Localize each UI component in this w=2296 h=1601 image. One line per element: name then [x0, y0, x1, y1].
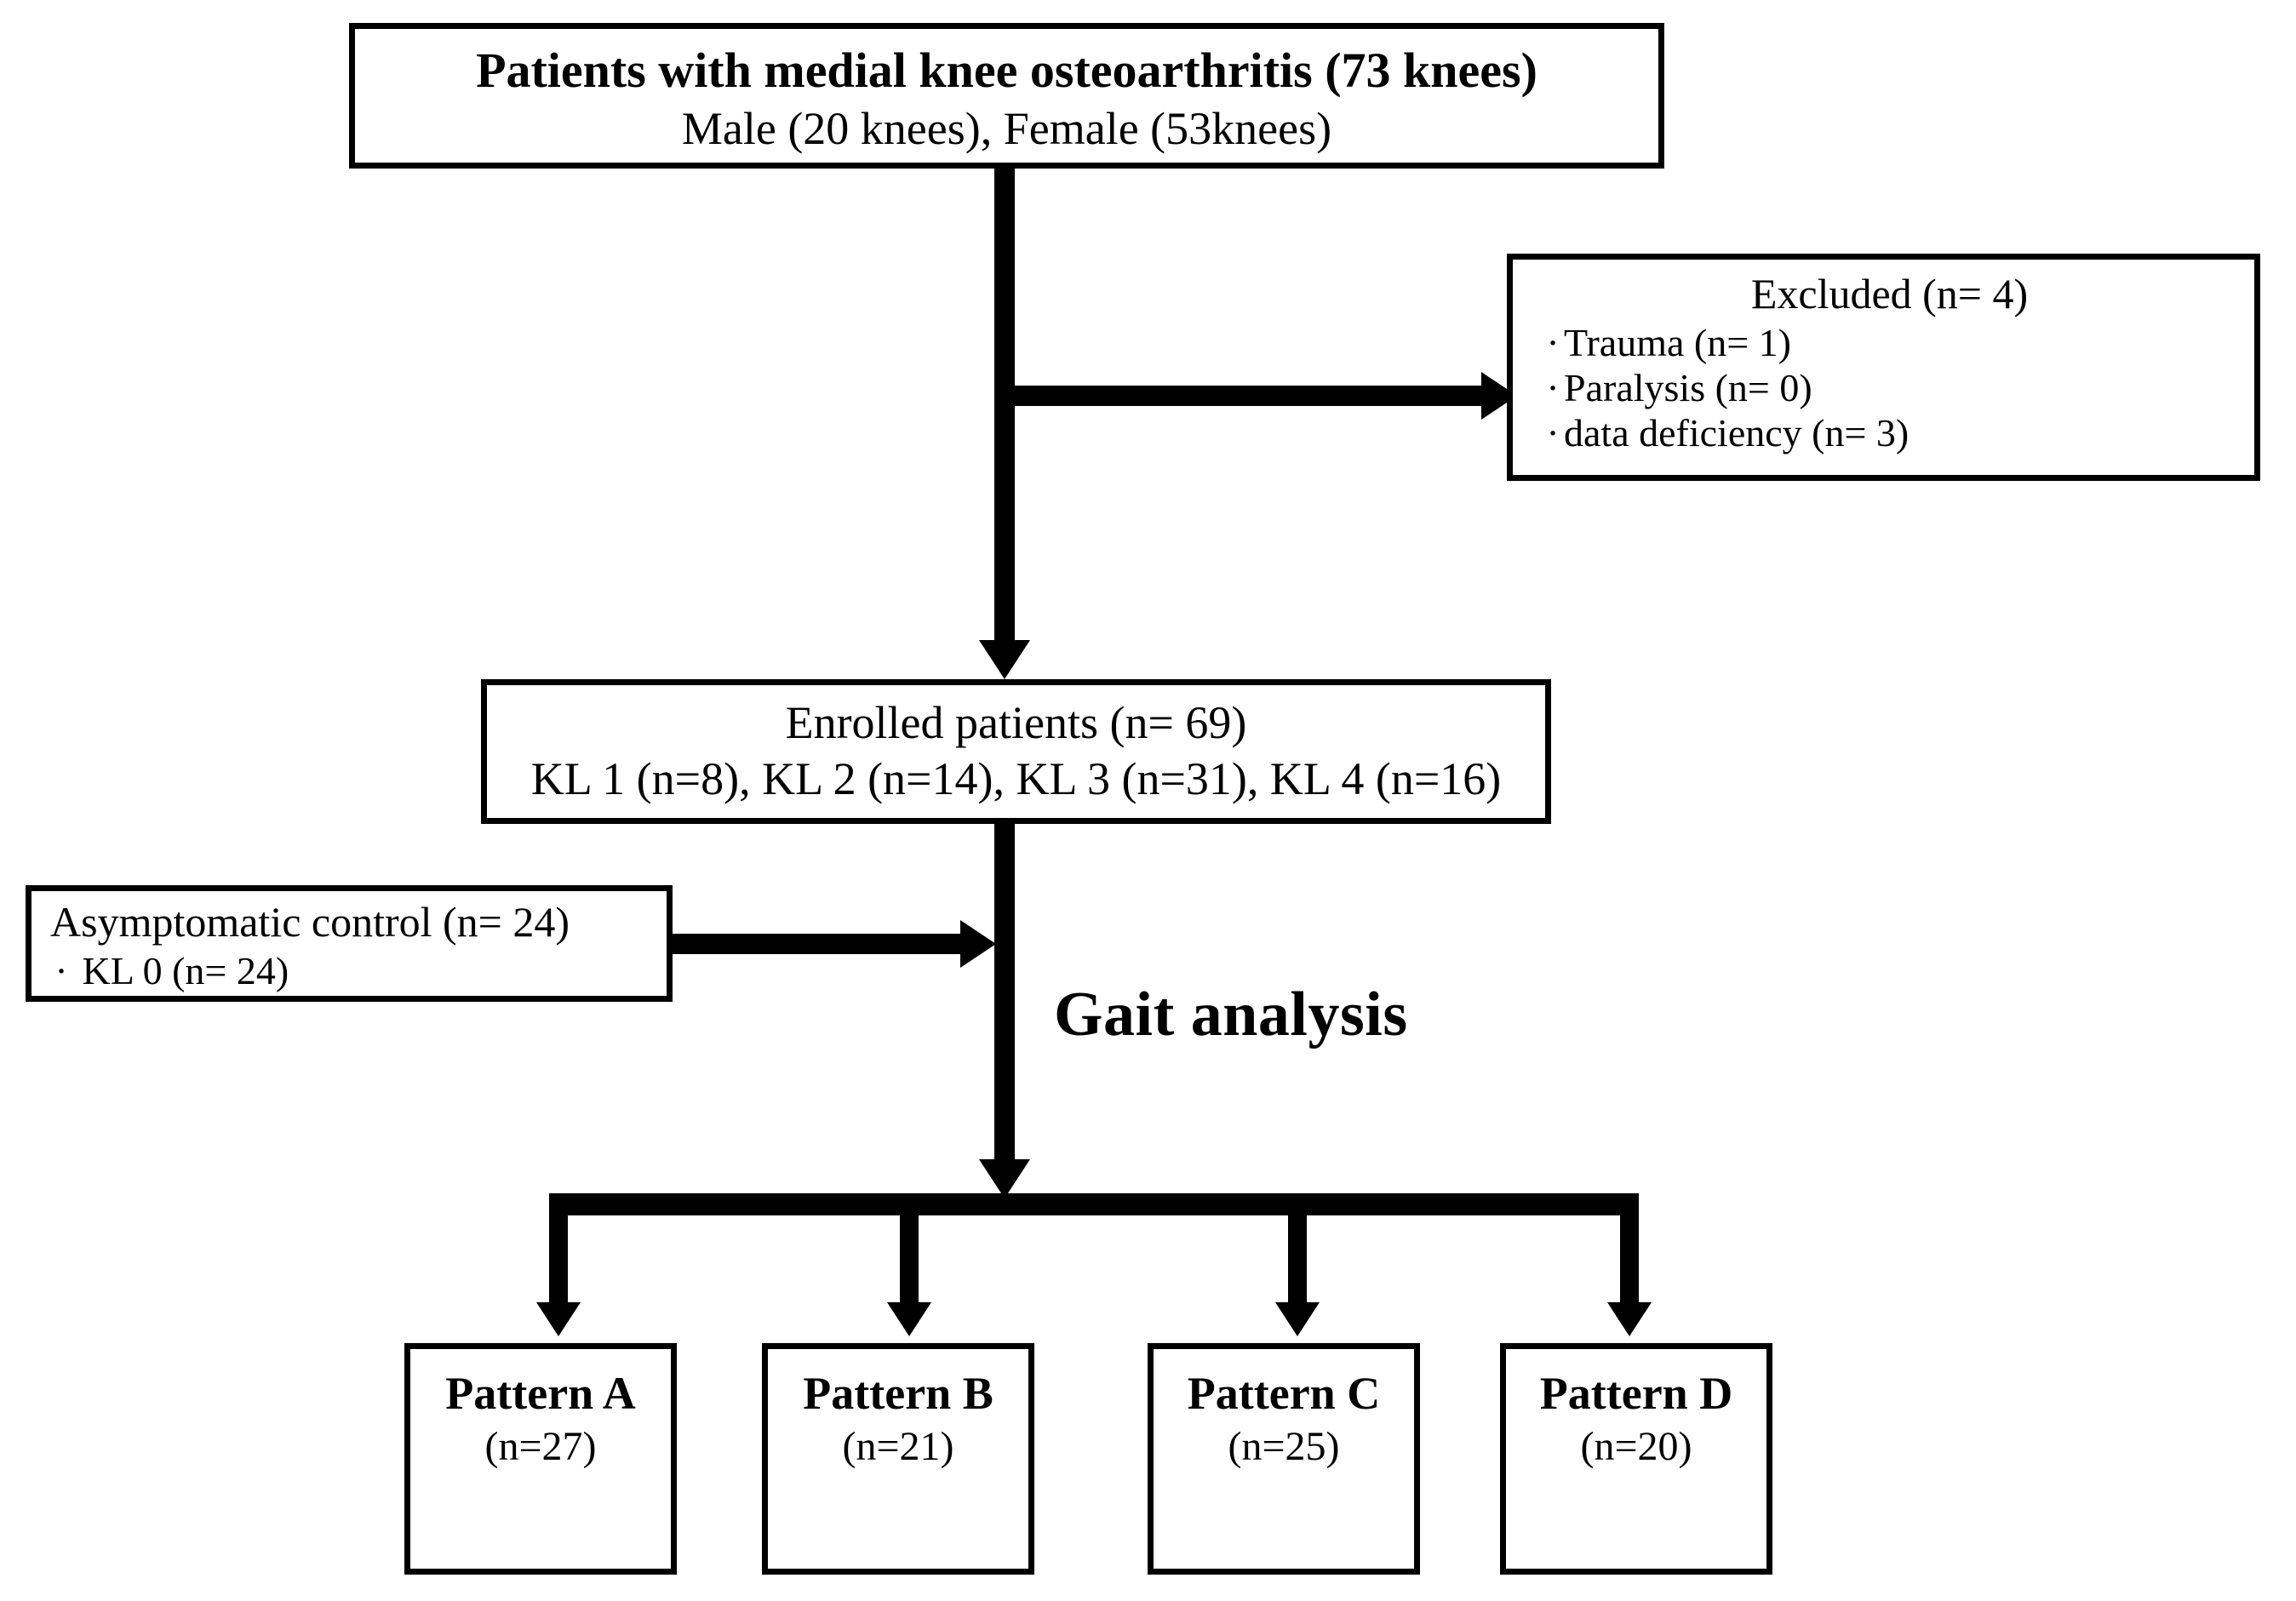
pattern-b-count: (n=21) — [842, 1423, 954, 1469]
box-pattern-c: Pattern C (n=25) — [1148, 1343, 1420, 1575]
box-asymptomatic-control: Asymptomatic control (n= 24) · KL 0 (n= … — [26, 885, 673, 1002]
arrowhead-into-split-bar — [979, 1159, 1030, 1198]
bullet-dot-icon: · — [1546, 411, 1560, 455]
arrowhead-into-pattern-a — [536, 1302, 581, 1336]
arrowhead-into-pattern-b — [887, 1302, 931, 1336]
connector-source-to-enrolled — [994, 169, 1015, 643]
box-pattern-b: Pattern B (n=21) — [762, 1343, 1034, 1575]
connector-to-excluded — [994, 386, 1488, 406]
connector-to-pattern-b — [900, 1193, 919, 1308]
enrolled-line-2: KL 1 (n=8), KL 2 (n=14), KL 3 (n=31), KL… — [530, 753, 1502, 804]
enrolled-line-1: Enrolled patients (n= 69) — [785, 697, 1247, 749]
source-line-1: Patients with medial knee osteoarthritis… — [476, 43, 1537, 98]
pattern-a-count: (n=27) — [484, 1423, 597, 1469]
pattern-c-count: (n=25) — [1228, 1423, 1340, 1469]
pattern-c-name: Pattern C — [1187, 1368, 1381, 1419]
pattern-b-name: Pattern B — [803, 1368, 993, 1419]
bullet-dot-icon: · — [1546, 321, 1560, 364]
split-bar-horizontal — [549, 1193, 1639, 1215]
connector-to-pattern-a — [549, 1193, 568, 1308]
control-item-kl0: · KL 0 (n= 24) — [50, 948, 655, 993]
source-line-2: Male (20 knees), Female (53knees) — [681, 102, 1332, 154]
connector-to-pattern-d — [1620, 1193, 1639, 1308]
box-source-patients: Patients with medial knee osteoarthritis… — [349, 23, 1664, 169]
process-label-gait-analysis: Gait analysis — [1054, 980, 1408, 1049]
arrowhead-into-pattern-c — [1275, 1302, 1320, 1336]
box-excluded: Excluded (n= 4) ·Trauma (n= 1) ·Paralysi… — [1507, 254, 2260, 481]
control-heading: Asymptomatic control (n= 24) — [50, 898, 570, 946]
pattern-d-name: Pattern D — [1539, 1368, 1733, 1419]
excluded-item-paralysis: ·Paralysis (n= 0) — [1542, 365, 2237, 410]
excluded-item-data-deficiency: ·data deficiency (n= 3) — [1542, 410, 2237, 455]
arrowhead-into-enrolled — [979, 640, 1030, 679]
box-pattern-a: Pattern A (n=27) — [404, 1343, 677, 1575]
excluded-item-paralysis-label: Paralysis (n= 0) — [1564, 366, 1812, 409]
pattern-a-name: Pattern A — [445, 1368, 636, 1419]
control-item-kl0-label: KL 0 (n= 24) — [82, 949, 289, 992]
arrowhead-into-pattern-d — [1607, 1302, 1652, 1336]
arrowhead-control-into-stem — [960, 920, 996, 968]
bullet-dot-icon: · — [1546, 366, 1560, 409]
excluded-item-trauma: ·Trauma (n= 1) — [1542, 320, 2237, 365]
connector-control-to-stem — [673, 934, 966, 954]
excluded-heading: Excluded (n= 4) — [1750, 270, 2029, 317]
box-enrolled-patients: Enrolled patients (n= 69) KL 1 (n=8), KL… — [481, 679, 1551, 824]
bullet-dot-icon: · — [54, 949, 68, 992]
connector-enrolled-to-split — [994, 824, 1015, 1164]
pattern-d-count: (n=20) — [1580, 1423, 1692, 1469]
box-pattern-d: Pattern D (n=20) — [1500, 1343, 1772, 1575]
connector-to-pattern-c — [1288, 1193, 1307, 1308]
excluded-item-data-deficiency-label: data deficiency (n= 3) — [1564, 411, 1910, 455]
excluded-item-trauma-label: Trauma (n= 1) — [1564, 321, 1791, 364]
